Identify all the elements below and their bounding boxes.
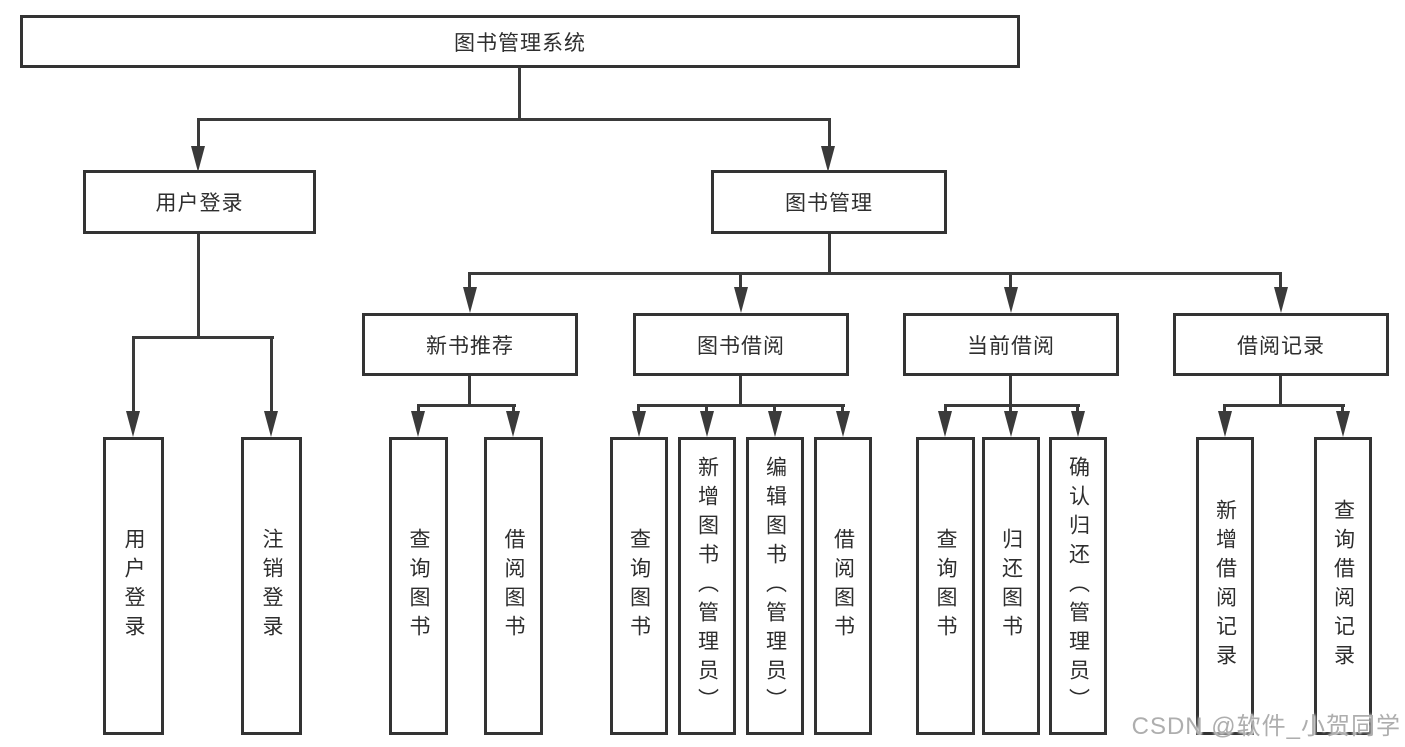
connector-current-borrow-bar: [944, 404, 1080, 407]
connector-user-login-bar: [132, 336, 274, 339]
connector-drop-leaf: [270, 336, 273, 414]
connector-book-management-stem: [828, 234, 831, 275]
leaf-user-login: 用户登录: [103, 437, 164, 735]
arrow-down-icon: [264, 411, 278, 437]
leaf-label: 查询图书: [407, 528, 430, 644]
node-current-borrow: 当前借阅: [903, 313, 1119, 376]
connector-root-stem: [518, 67, 521, 120]
arrow-down-icon: [1218, 411, 1232, 437]
arrow-down-icon: [126, 411, 140, 437]
leaf-bb-query-books: 查询图书: [610, 437, 668, 735]
connector-drop-leaf: [417, 404, 420, 414]
connector-drop-leaf: [944, 404, 947, 414]
leaf-nb-query-books: 查询图书: [389, 437, 448, 735]
leaf-nb-borrow-books: 借阅图书: [484, 437, 543, 735]
leaf-label: 确认归还（管理员）: [1066, 455, 1090, 717]
connector-drop-leaf: [705, 404, 708, 414]
leaf-bb-edit-books-admin: 编辑图书（管理员）: [746, 437, 804, 735]
connector-book-borrow-stem: [739, 376, 742, 407]
arrow-down-icon: [411, 411, 425, 437]
arrow-down-icon: [700, 411, 714, 437]
arrow-down-icon: [1336, 411, 1350, 437]
leaf-label: 借阅图书: [831, 528, 855, 644]
connector-borrow-records-bar: [1223, 404, 1345, 407]
leaf-bb-borrow-books: 借阅图书: [814, 437, 872, 735]
connector-book-management-bar: [469, 272, 1282, 275]
connector-drop-leaf: [773, 404, 776, 414]
connector-drop-leaf: [1009, 404, 1012, 414]
connector-drop-leaf: [512, 404, 515, 414]
node-user-login: 用户登录: [83, 170, 316, 234]
leaf-cb-return-books: 归还图书: [982, 437, 1040, 735]
arrow-down-icon: [836, 411, 850, 437]
arrow-down-icon: [1004, 411, 1018, 437]
connector-drop-user-login: [197, 118, 200, 150]
leaf-br-query-record: 查询借阅记录: [1314, 437, 1372, 735]
leaf-label: 查询借阅记录: [1331, 499, 1355, 673]
arrow-down-icon: [1071, 411, 1085, 437]
arrow-down-icon: [734, 287, 748, 313]
leaf-label: 归还图书: [999, 528, 1023, 644]
connector-drop-leaf: [132, 336, 135, 414]
leaf-cb-confirm-return-admin: 确认归还（管理员）: [1049, 437, 1107, 735]
node-book-borrow: 图书借阅: [633, 313, 849, 376]
leaf-label: 用户登录: [122, 528, 145, 644]
connector-root-bar: [197, 118, 831, 121]
node-new-book-recommend: 新书推荐: [362, 313, 578, 376]
leaf-label: 新增图书（管理员）: [695, 455, 719, 717]
connector-drop-level3: [468, 272, 471, 290]
arrow-down-icon: [938, 411, 952, 437]
leaf-label: 编辑图书（管理员）: [763, 455, 787, 717]
leaf-label: 注销登录: [260, 528, 283, 644]
connector-drop-leaf: [1076, 404, 1079, 414]
leaf-logout: 注销登录: [241, 437, 302, 735]
connector-current-borrow-stem: [1009, 376, 1012, 407]
arrow-down-icon: [821, 146, 835, 172]
arrow-down-icon: [191, 146, 205, 172]
connector-new-book-bar: [417, 404, 516, 407]
arrow-down-icon: [463, 287, 477, 313]
connector-drop-leaf: [637, 404, 640, 414]
leaf-label: 查询图书: [627, 528, 651, 644]
connector-borrow-records-stem: [1279, 376, 1282, 407]
connector-drop-leaf: [841, 404, 844, 414]
connector-user-login-stem: [197, 234, 200, 338]
node-borrow-records: 借阅记录: [1173, 313, 1389, 376]
leaf-bb-add-books-admin: 新增图书（管理员）: [678, 437, 736, 735]
connector-book-borrow-bar: [637, 404, 845, 407]
arrow-down-icon: [768, 411, 782, 437]
connector-drop-level3: [739, 272, 742, 290]
arrow-down-icon: [632, 411, 646, 437]
leaf-label: 借阅图书: [502, 528, 525, 644]
arrow-down-icon: [506, 411, 520, 437]
connector-new-book-stem: [468, 376, 471, 407]
connector-drop-level3: [1009, 272, 1012, 290]
leaf-label: 新增借阅记录: [1213, 499, 1237, 673]
node-book-management: 图书管理: [711, 170, 947, 234]
arrow-down-icon: [1274, 287, 1288, 313]
connector-drop-leaf: [1223, 404, 1226, 414]
node-root: 图书管理系统: [20, 15, 1020, 68]
connector-drop-level3: [1279, 272, 1282, 290]
leaf-cb-query-books: 查询图书: [916, 437, 975, 735]
arrow-down-icon: [1004, 287, 1018, 313]
leaf-br-add-record: 新增借阅记录: [1196, 437, 1254, 735]
connector-drop-book-management: [828, 118, 831, 150]
connector-drop-leaf: [1341, 404, 1344, 414]
leaf-label: 查询图书: [934, 528, 957, 644]
